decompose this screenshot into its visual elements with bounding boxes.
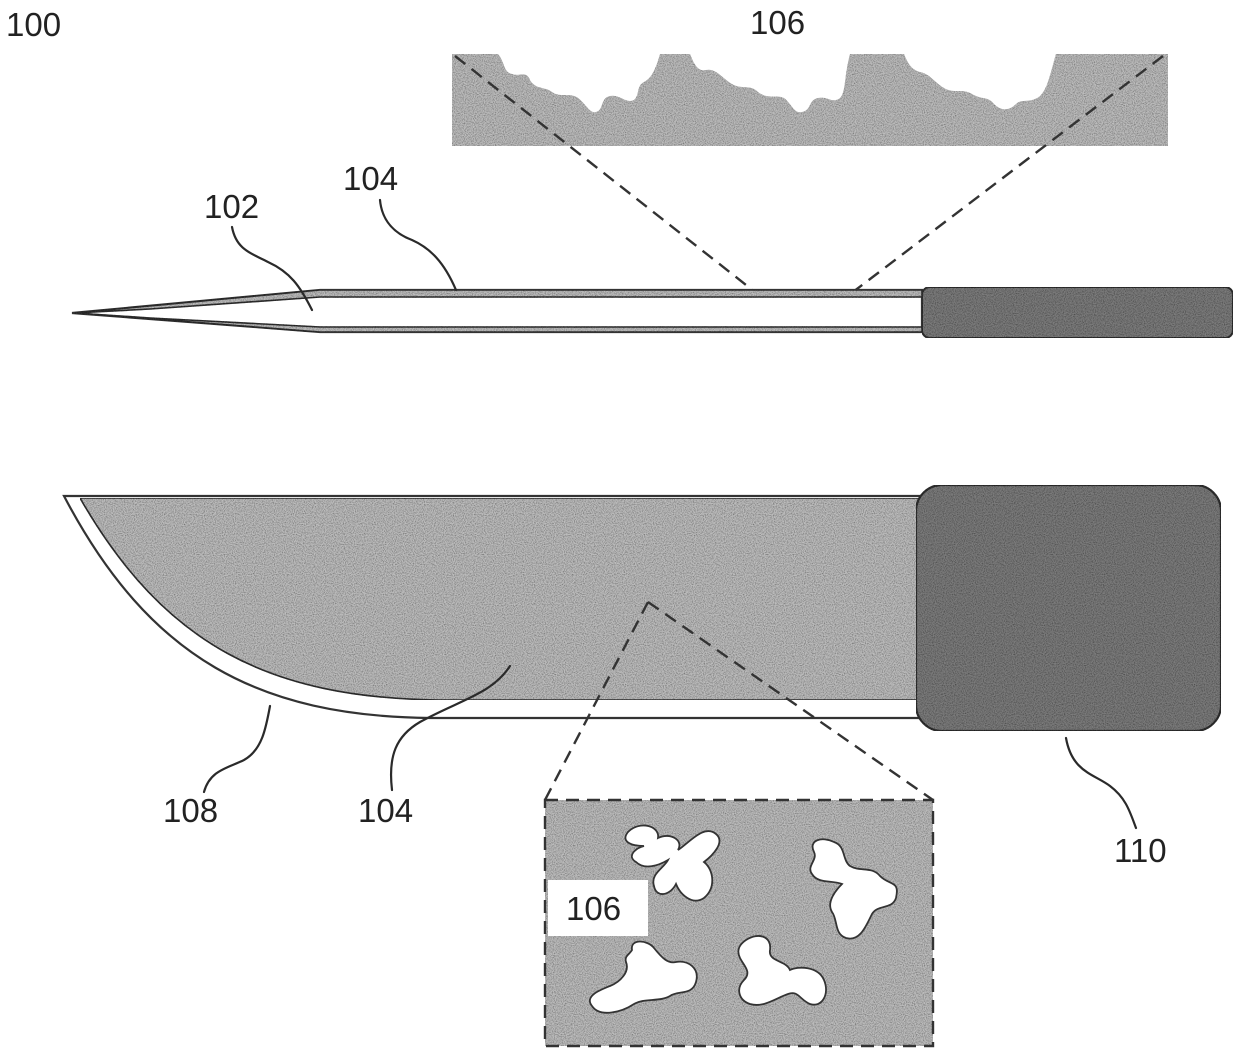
top-panel-textured-surface <box>452 54 1168 146</box>
blade-edge-label: 108 <box>163 792 218 829</box>
knife-handle <box>916 485 1221 731</box>
blade-edge-leader <box>204 706 270 792</box>
top-coating-label: 106 <box>750 4 805 41</box>
needle-coating-label: 104 <box>343 160 398 197</box>
blade-coating-label: 104 <box>358 792 413 829</box>
needle-hub <box>922 287 1233 338</box>
knife-handle-leader <box>1066 738 1136 828</box>
needle: 102 104 <box>72 160 1233 338</box>
figure-number-label: 100 <box>6 6 61 43</box>
needle-coating-leader <box>380 200 456 290</box>
bottom-coating-label: 106 <box>566 890 621 927</box>
knife-handle-label: 110 <box>1114 832 1167 869</box>
top-magnified-coating-panel: 106 <box>452 4 1168 292</box>
knife-blade-coated-surface <box>80 498 920 700</box>
needle-body-label: 102 <box>204 188 259 225</box>
